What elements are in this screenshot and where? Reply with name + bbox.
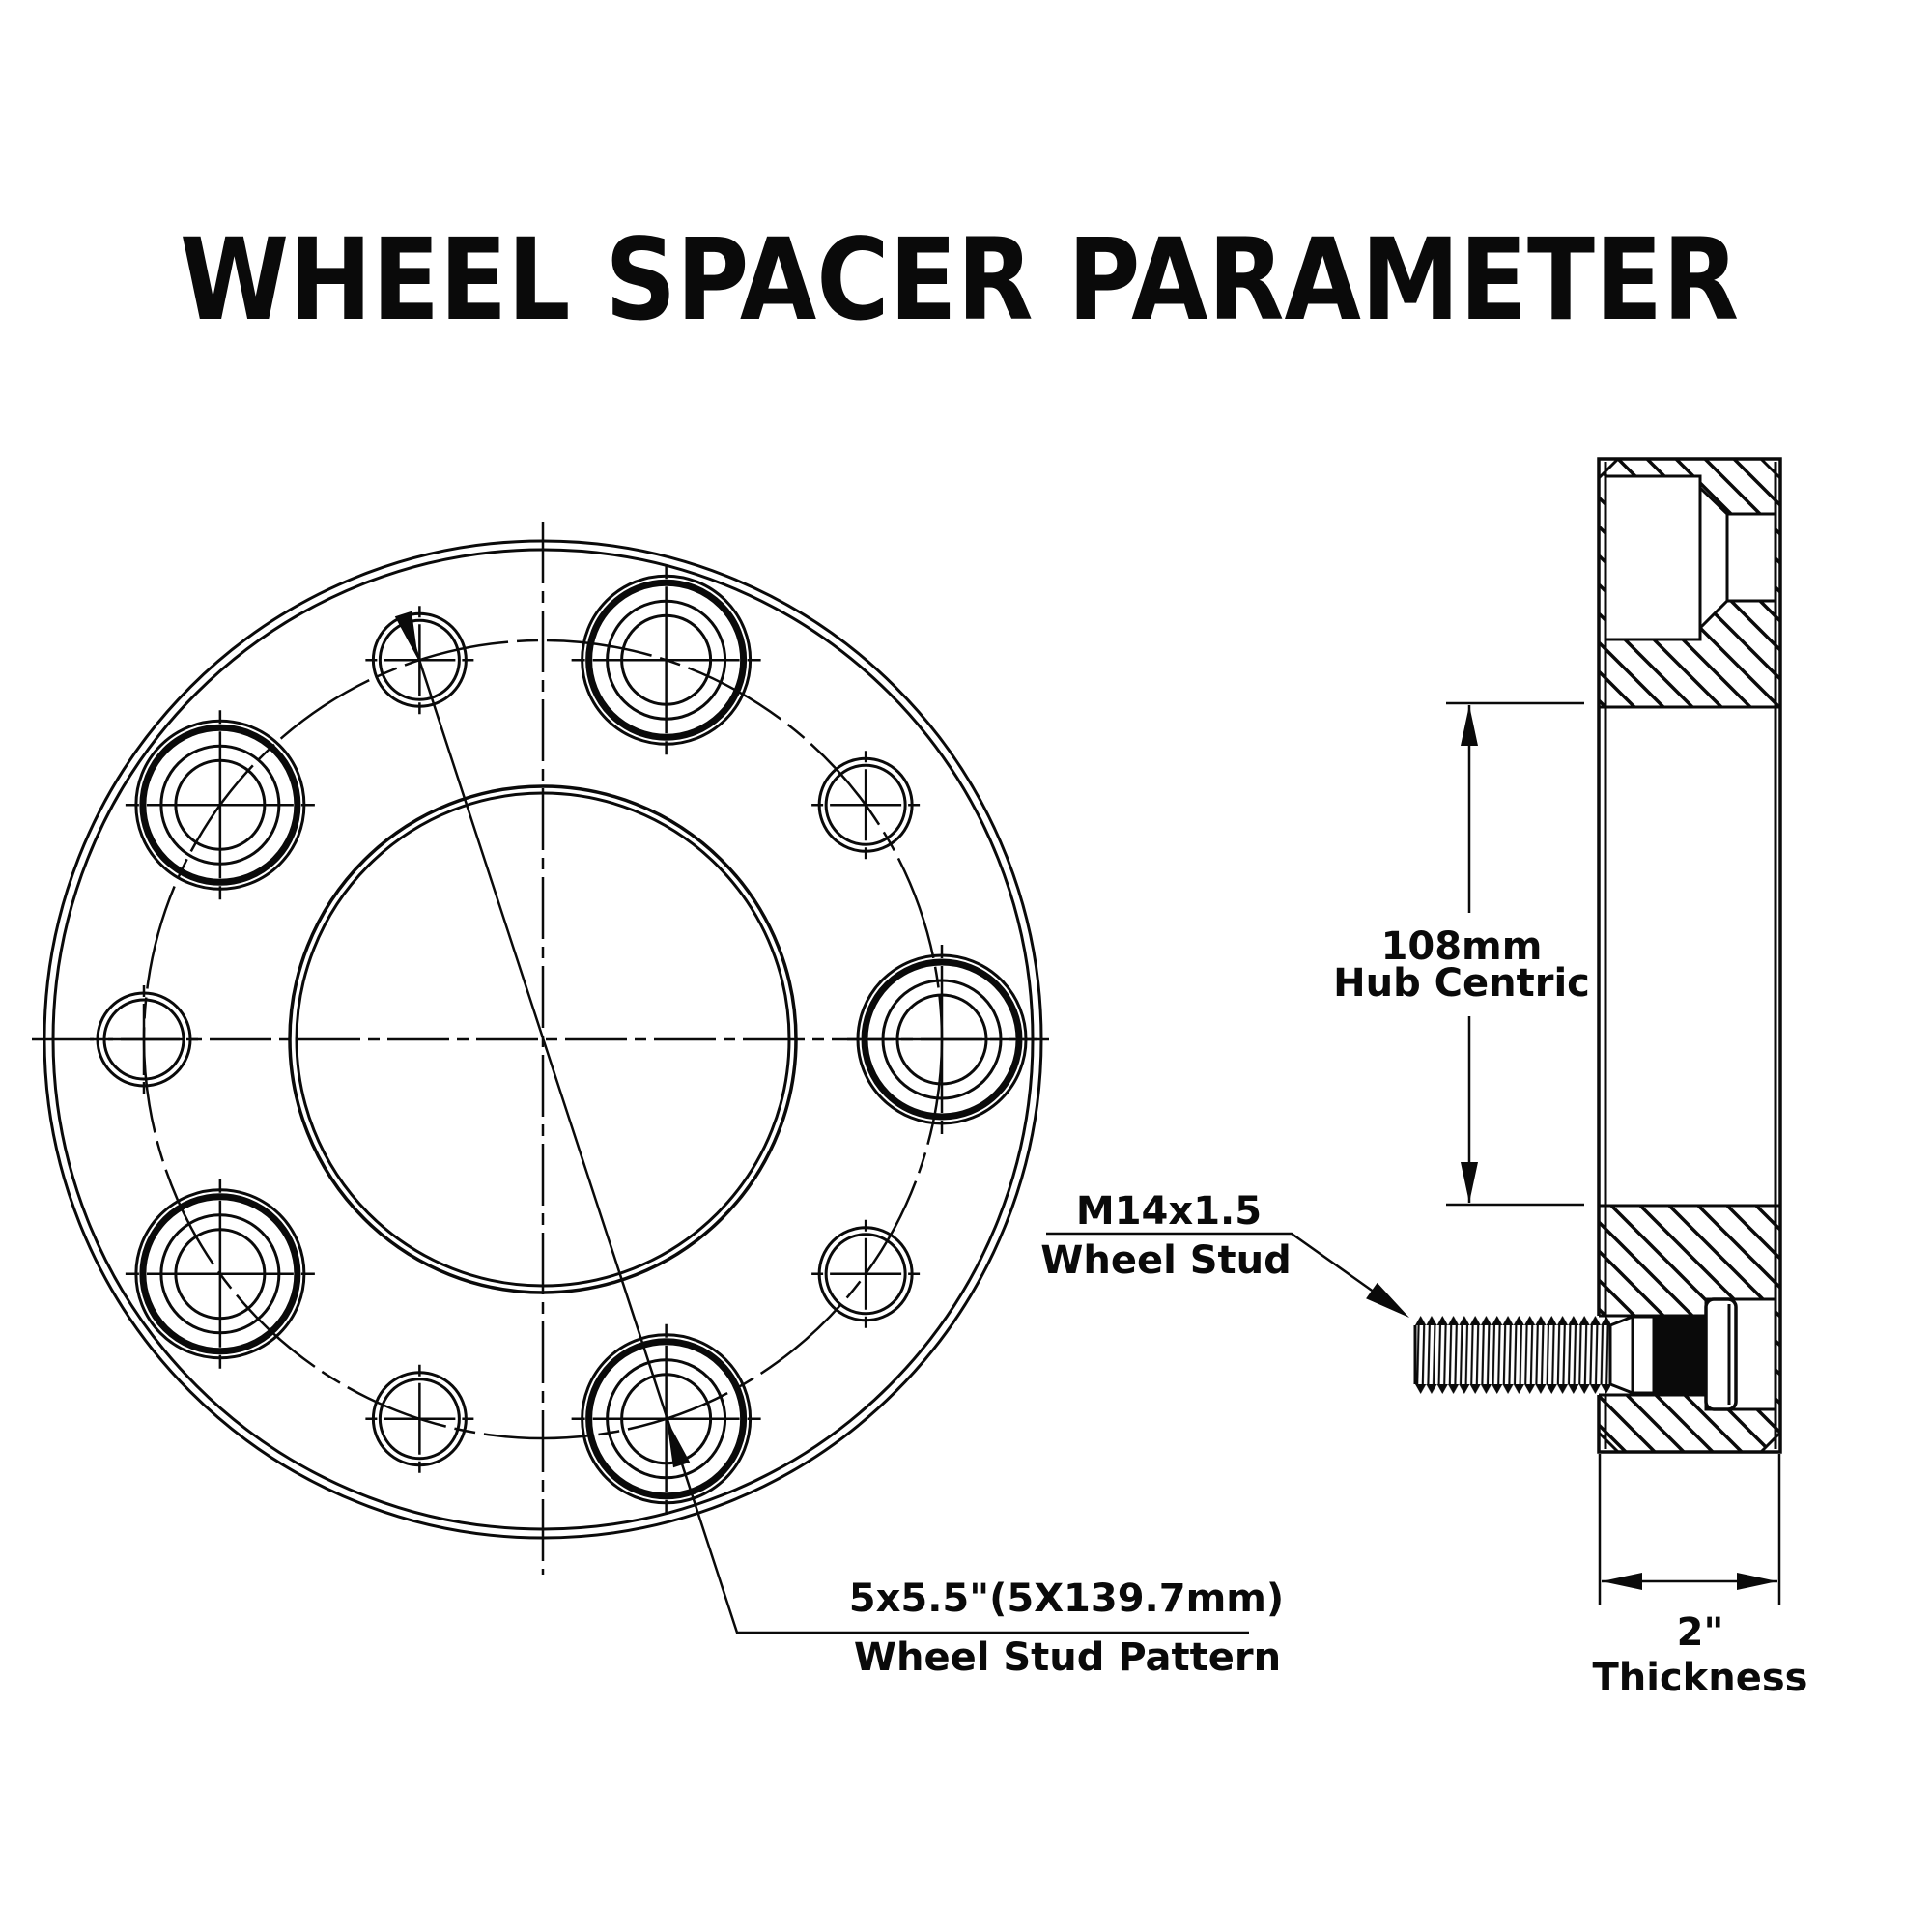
stud-pattern-arrow-bottom (667, 1419, 691, 1468)
thickness-value: 2" (1677, 1610, 1724, 1655)
thickness-caption: Thickness (1592, 1656, 1807, 1700)
stud-pattern-arrow-top (394, 611, 418, 660)
thickness-arrow-left (1602, 1573, 1642, 1590)
wheel-stud-arrow (1366, 1282, 1409, 1318)
front-view (32, 522, 1249, 1634)
thread-ribs (1415, 1325, 1610, 1384)
stud-shoulder (1631, 1315, 1656, 1395)
stud-pattern-label: 5x5.5"(5X139.7mm) Wheel Stud Pattern (849, 1577, 1284, 1680)
hub-dim-arrow-up (1461, 705, 1478, 746)
hub-centric-dimension: 108mm Hub Centric (1333, 701, 1590, 1207)
stud-pattern-value: 5x5.5"(5X139.7mm) (849, 1577, 1284, 1621)
stud-taper (1608, 1314, 1634, 1396)
thickness-arrow-right (1737, 1573, 1777, 1590)
wheel-stud-callout: M14x1.5 Wheel Stud (1040, 1189, 1409, 1318)
hub-bore-inner-circle (295, 791, 791, 1288)
wheel-stud (1413, 1297, 1738, 1411)
stud-hex-head (1654, 1316, 1706, 1394)
stud-spline-washer (1704, 1297, 1738, 1411)
chamfer-line-bl (1597, 1431, 1620, 1454)
hub-centric-caption: Hub Centric (1333, 961, 1590, 1006)
side-outline (1597, 457, 1782, 1454)
side-view (1413, 457, 1782, 1454)
lug-counterbore (1604, 474, 1702, 641)
hub-bore-circle (288, 784, 798, 1294)
thread-teeth-top (1415, 1316, 1610, 1325)
stud-pattern-caption: Wheel Stud Pattern (854, 1635, 1281, 1680)
stud-pattern-leader-line (404, 617, 1249, 1634)
wheel-stud-size: M14x1.5 (1076, 1189, 1262, 1234)
page-title: WHEEL SPACER PARAMETER (180, 214, 1739, 346)
chamfer-line-tl (1597, 457, 1620, 480)
thickness-dimension: 2" Thickness (1592, 1454, 1808, 1700)
wheel-stud-caption: Wheel Stud (1040, 1238, 1292, 1283)
hub-dim-arrow-down (1461, 1162, 1478, 1203)
thread-teeth-bottom (1415, 1384, 1610, 1394)
outer-rim-circle (43, 539, 1043, 1540)
chamfer-line-tr (1759, 457, 1782, 480)
chamfer-line-br (1759, 1431, 1782, 1454)
wheel-stud-leader (1046, 1232, 1402, 1313)
hub-centric-value: 108mm (1381, 924, 1543, 969)
